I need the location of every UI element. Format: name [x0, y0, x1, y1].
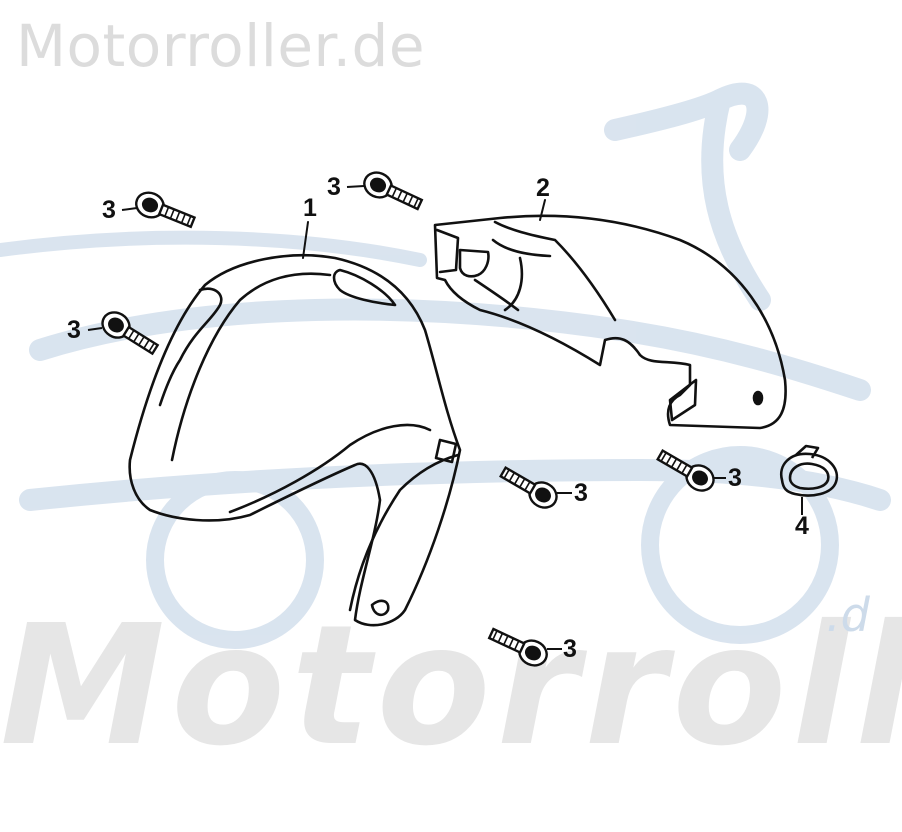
screw-icon: [101, 311, 160, 356]
screw-icon: [135, 191, 197, 229]
screw-icon: [363, 171, 424, 211]
callout-3: 3: [67, 316, 81, 344]
watermark-bottom-suffix: .d: [826, 588, 870, 642]
screw-icon: [487, 627, 548, 667]
callout-3: 3: [728, 464, 742, 492]
callout-3: 3: [563, 635, 577, 663]
inner-fender: [433, 199, 787, 430]
screw-icon: [499, 466, 558, 509]
screw-icon: [656, 449, 715, 492]
watermark-top-text: Motorroller.de: [16, 12, 426, 80]
clip-part: [779, 444, 839, 515]
callout-4: 4: [795, 512, 809, 540]
callout-3: 3: [327, 173, 341, 201]
front-fender: [128, 221, 462, 627]
callout-1: 1: [303, 194, 317, 222]
callout-3: 3: [102, 196, 116, 224]
callout-3: 3: [574, 479, 588, 507]
scooter-logo-watermark: [0, 82, 891, 649]
callout-2: 2: [536, 174, 550, 202]
